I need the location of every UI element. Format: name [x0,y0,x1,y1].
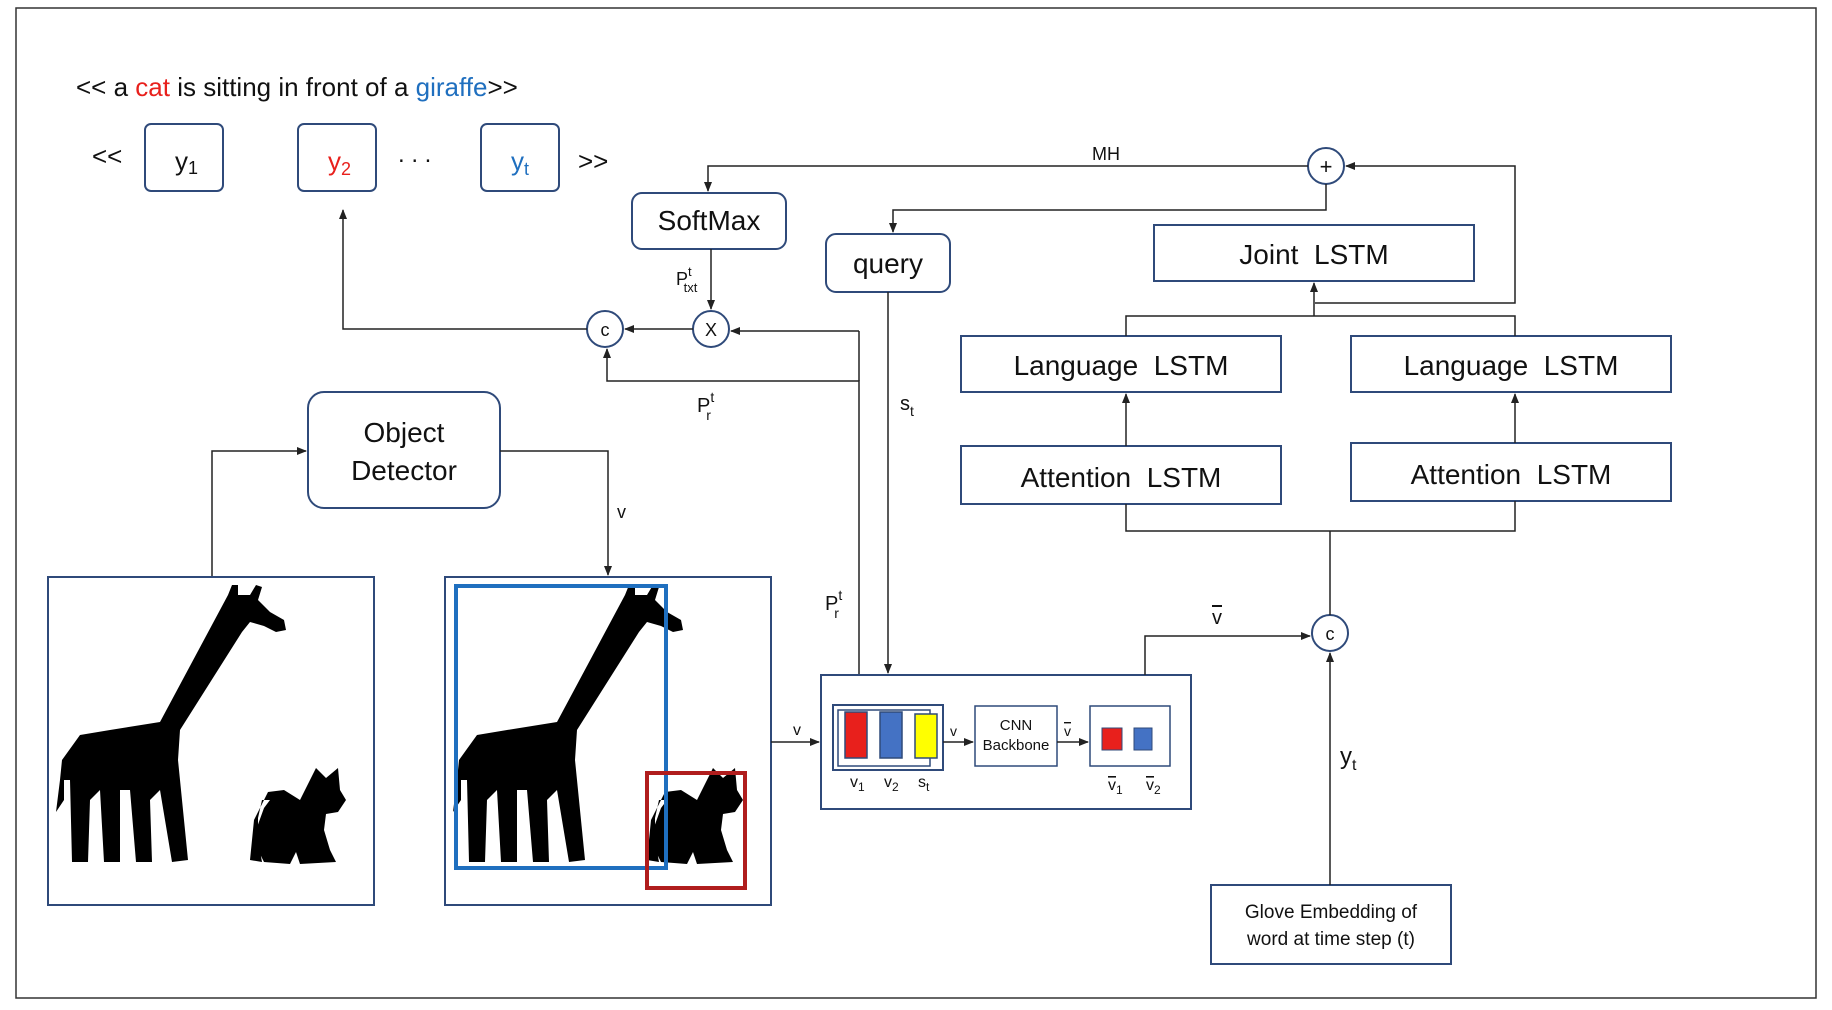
attention-lstm-right-box [1350,442,1672,502]
v-label-cnn: v [950,723,957,739]
attention-lstm-left-label: Attention LSTM [1021,462,1222,493]
v1-label: v1 [850,774,865,794]
attention-lstm-right-label: Attention LSTM [1411,459,1612,490]
feature-group-box [832,704,944,771]
v-label-block: v [793,722,801,739]
caption-word-giraffe: giraffe [416,72,488,102]
object-detector-label-line2: Detector [351,455,457,486]
vbar-label-concat: v [1212,607,1222,629]
st-label: st [900,393,914,419]
object-detector-label-line1: Object [364,417,445,448]
object-detector-box [307,391,501,509]
language-lstm-left-box [960,335,1282,393]
output-token-y2 [297,123,377,192]
giraffe-bounding-box [454,584,668,870]
plus-to-query-connector [889,184,1327,233]
cat-silhouette-right [647,768,743,864]
glove-embedding-label-line2: word at time step (t) [1246,929,1415,950]
output-bar-vbar2 [1133,727,1153,751]
caption-text: << a cat is sitting in front of a giraff… [76,72,518,102]
image-to-detector-connector [211,447,307,576]
output-token-yt [480,123,560,192]
output-token-y2-label: y2 [328,146,351,179]
multiply-operator-label: X [705,320,717,340]
softmax-label: SoftMax [658,205,761,236]
cnn-backbone-label-line1: CNN [1000,717,1033,734]
query-label: query [853,248,923,279]
joint-lstm-box [1153,224,1475,282]
language-lstm-left-label: Language LSTM [1014,350,1229,381]
output-bar-vbar1 [1101,727,1123,751]
sequence-close: >> [578,146,608,176]
joint-feedback-connector [1315,162,1516,304]
yt-label: yt [1340,743,1357,774]
v2-label: v2 [884,774,899,794]
vbar-label-cnn: v [1064,723,1071,739]
vbar2-label: v2 [1146,777,1161,797]
language-lstm-right-label: Language LSTM [1404,350,1619,381]
block-to-concat-connector [1144,632,1311,675]
vbar1-label: v1 [1108,777,1123,797]
giraffe-silhouette-left [56,585,286,862]
feature-bar-st [914,713,938,759]
concat-to-output-connector [339,209,587,330]
output-token-y1 [144,123,224,192]
cat-silhouette-left [250,768,346,864]
concat-operator-bottom-label: c [1326,624,1335,644]
concat-operator-top-label: c [601,320,610,340]
pr-to-concat-connector [603,348,860,675]
softmax-box [631,192,787,250]
caption-word-cat: cat [135,72,170,102]
st-small-label: st [918,774,930,794]
joint-lstm-label: Joint LSTM [1239,239,1388,270]
feature-bar-v2 [879,711,903,759]
outer-frame [15,7,1817,999]
glove-embedding-box [1210,884,1452,965]
mh-label: MH [1092,144,1120,164]
cat-bounding-box [645,771,747,890]
sequence-ellipsis: . . . [398,141,431,168]
attention-lstm-left-box [960,445,1282,505]
sequence-open: << [92,141,122,171]
feature-bar-v1 [844,711,868,759]
plus-operator-label: + [1320,154,1333,179]
language-to-joint-connector [1125,315,1516,336]
giraffe-silhouette-right [453,585,683,862]
cnn-backbone-box [974,705,1058,767]
output-token-yt-label: yt [511,146,529,179]
language-lstm-right-box [1350,335,1672,393]
v-label-detector: v [617,502,626,522]
mh-connector [704,165,1308,192]
cnn-backbone-label-line2: Backbone [983,737,1050,754]
glove-embedding-label-line1: Glove Embedding of [1245,902,1418,923]
output-token-y1-label: y1 [175,146,198,178]
concat-to-attention-connector [1125,501,1516,532]
detector-to-detections-connector [500,450,612,576]
